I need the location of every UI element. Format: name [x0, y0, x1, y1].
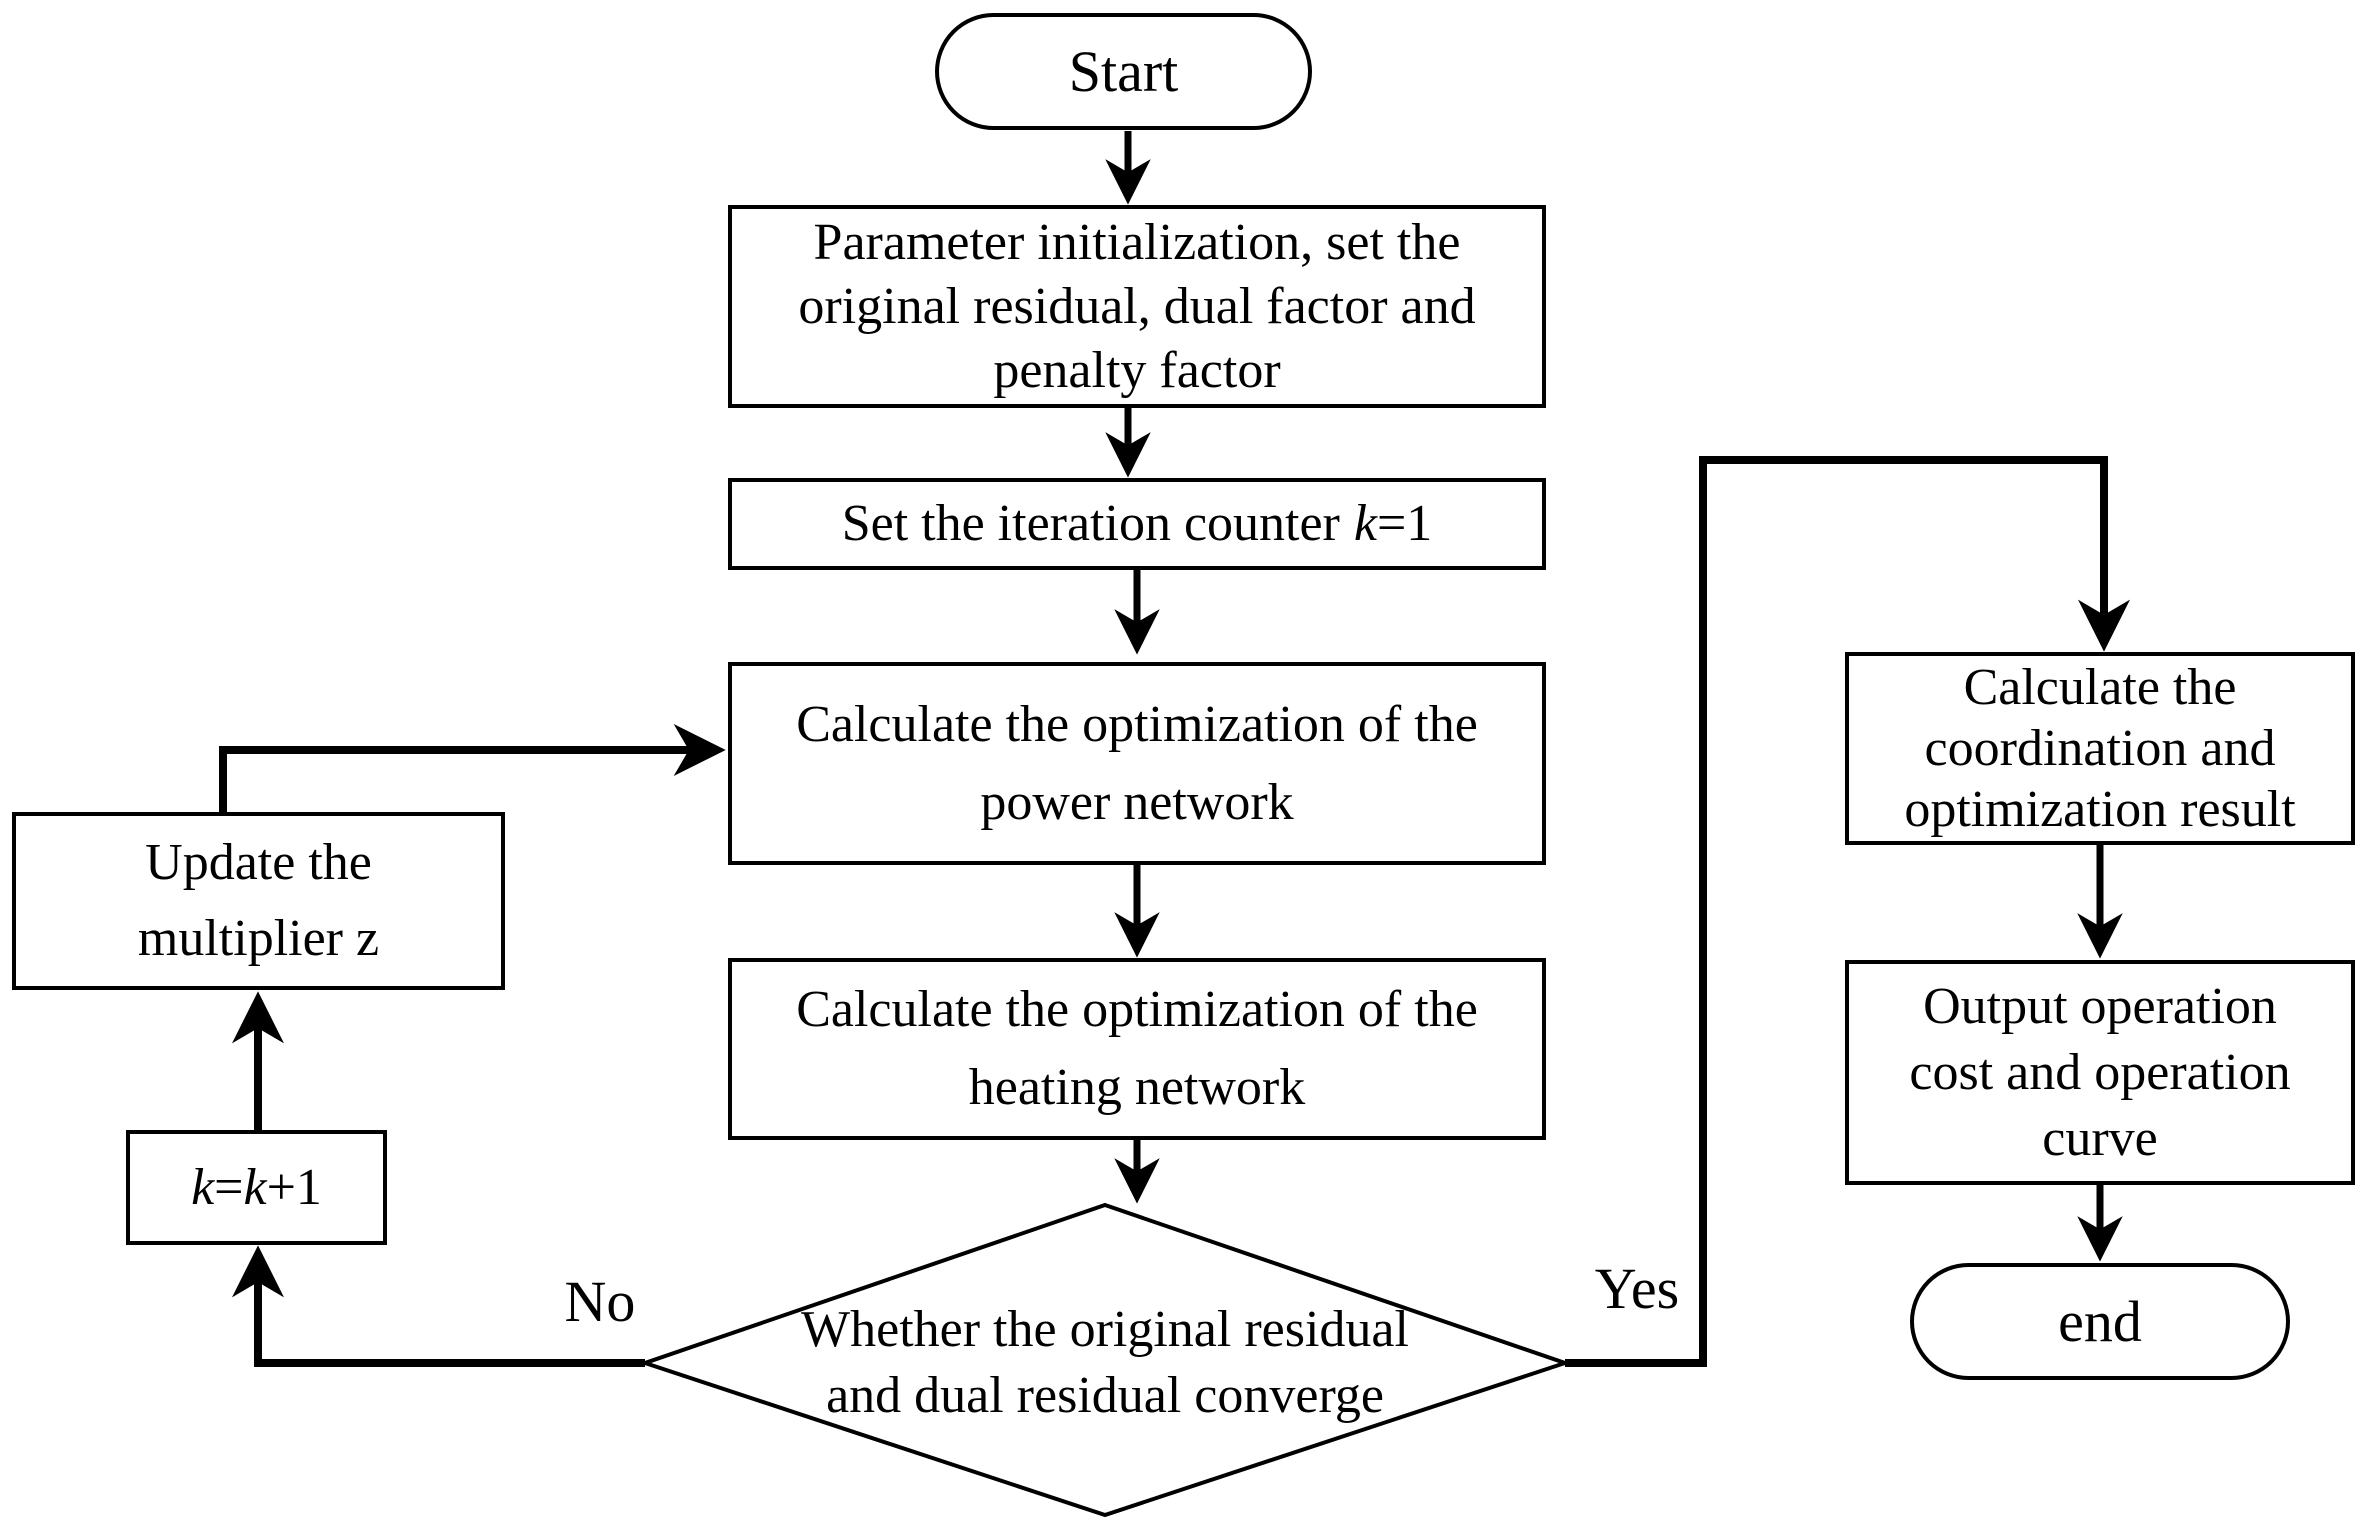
increment-suffix: +1 [266, 1158, 322, 1216]
coordination-line-2: coordination and [1924, 720, 2276, 777]
end-node: end [1910, 1263, 2290, 1380]
decision-node-text: Whether the original residual and dual r… [705, 1297, 1505, 1429]
increment-k1: k [191, 1158, 215, 1216]
heating-network-node: Calculate the optimization of the heatin… [728, 958, 1546, 1140]
counter-node: Set the iteration counter k =1 [728, 478, 1546, 570]
counter-prefix: Set the iteration counter [841, 495, 1340, 552]
update-multiplier-node: Update the multiplier z [12, 812, 505, 990]
init-line-2: original residual, dual factor and [798, 277, 1476, 335]
output-node: Output operation cost and operation curv… [1845, 960, 2355, 1185]
output-line-3: curve [2042, 1109, 2158, 1167]
coordination-node: Calculate the coordination and optimizat… [1845, 652, 2355, 845]
output-line-1: Output operation [1923, 977, 2277, 1035]
counter-suffix: =1 [1376, 495, 1433, 552]
increment-equals: = [214, 1158, 244, 1216]
output-line-2: cost and operation [1909, 1043, 2291, 1101]
start-label: Start [1068, 38, 1179, 104]
update-line-1: Update the [145, 834, 372, 891]
end-label: end [2058, 1288, 2142, 1354]
increment-node: k = k +1 [126, 1130, 387, 1245]
update-line-2: multiplier z [137, 910, 380, 967]
no-branch-label: No [564, 1269, 636, 1334]
power-network-node: Calculate the optimization of the power … [728, 662, 1546, 865]
heating-line-2: heating network [968, 1059, 1306, 1116]
edge-decision-no-to-increment [232, 1245, 645, 1367]
power-line-1: Calculate the optimization of the [796, 695, 1478, 753]
init-line-3: penalty factor [993, 341, 1281, 399]
start-node: Start [935, 13, 1312, 130]
init-node: Parameter initialization, set the origin… [728, 205, 1546, 408]
edge-update-to-power [219, 724, 726, 812]
power-line-2: power network [980, 773, 1294, 831]
coordination-line-3: optimization result [1904, 781, 2296, 838]
coordination-line-1: Calculate the [1963, 659, 2237, 716]
increment-k2: k [243, 1158, 267, 1216]
counter-k-variable: k [1353, 495, 1377, 552]
init-line-1: Parameter initialization, set the [813, 213, 1461, 271]
yes-branch-label: Yes [1594, 1256, 1680, 1321]
decision-line-2: and dual residual converge [826, 1367, 1384, 1424]
decision-line-1: Whether the original residual [801, 1301, 1409, 1358]
decision-diamond-shape [638, 1202, 1572, 1518]
edge-decision-yes-to-coordination [1565, 456, 2130, 1367]
heating-line-1: Calculate the optimization of the [796, 981, 1478, 1038]
